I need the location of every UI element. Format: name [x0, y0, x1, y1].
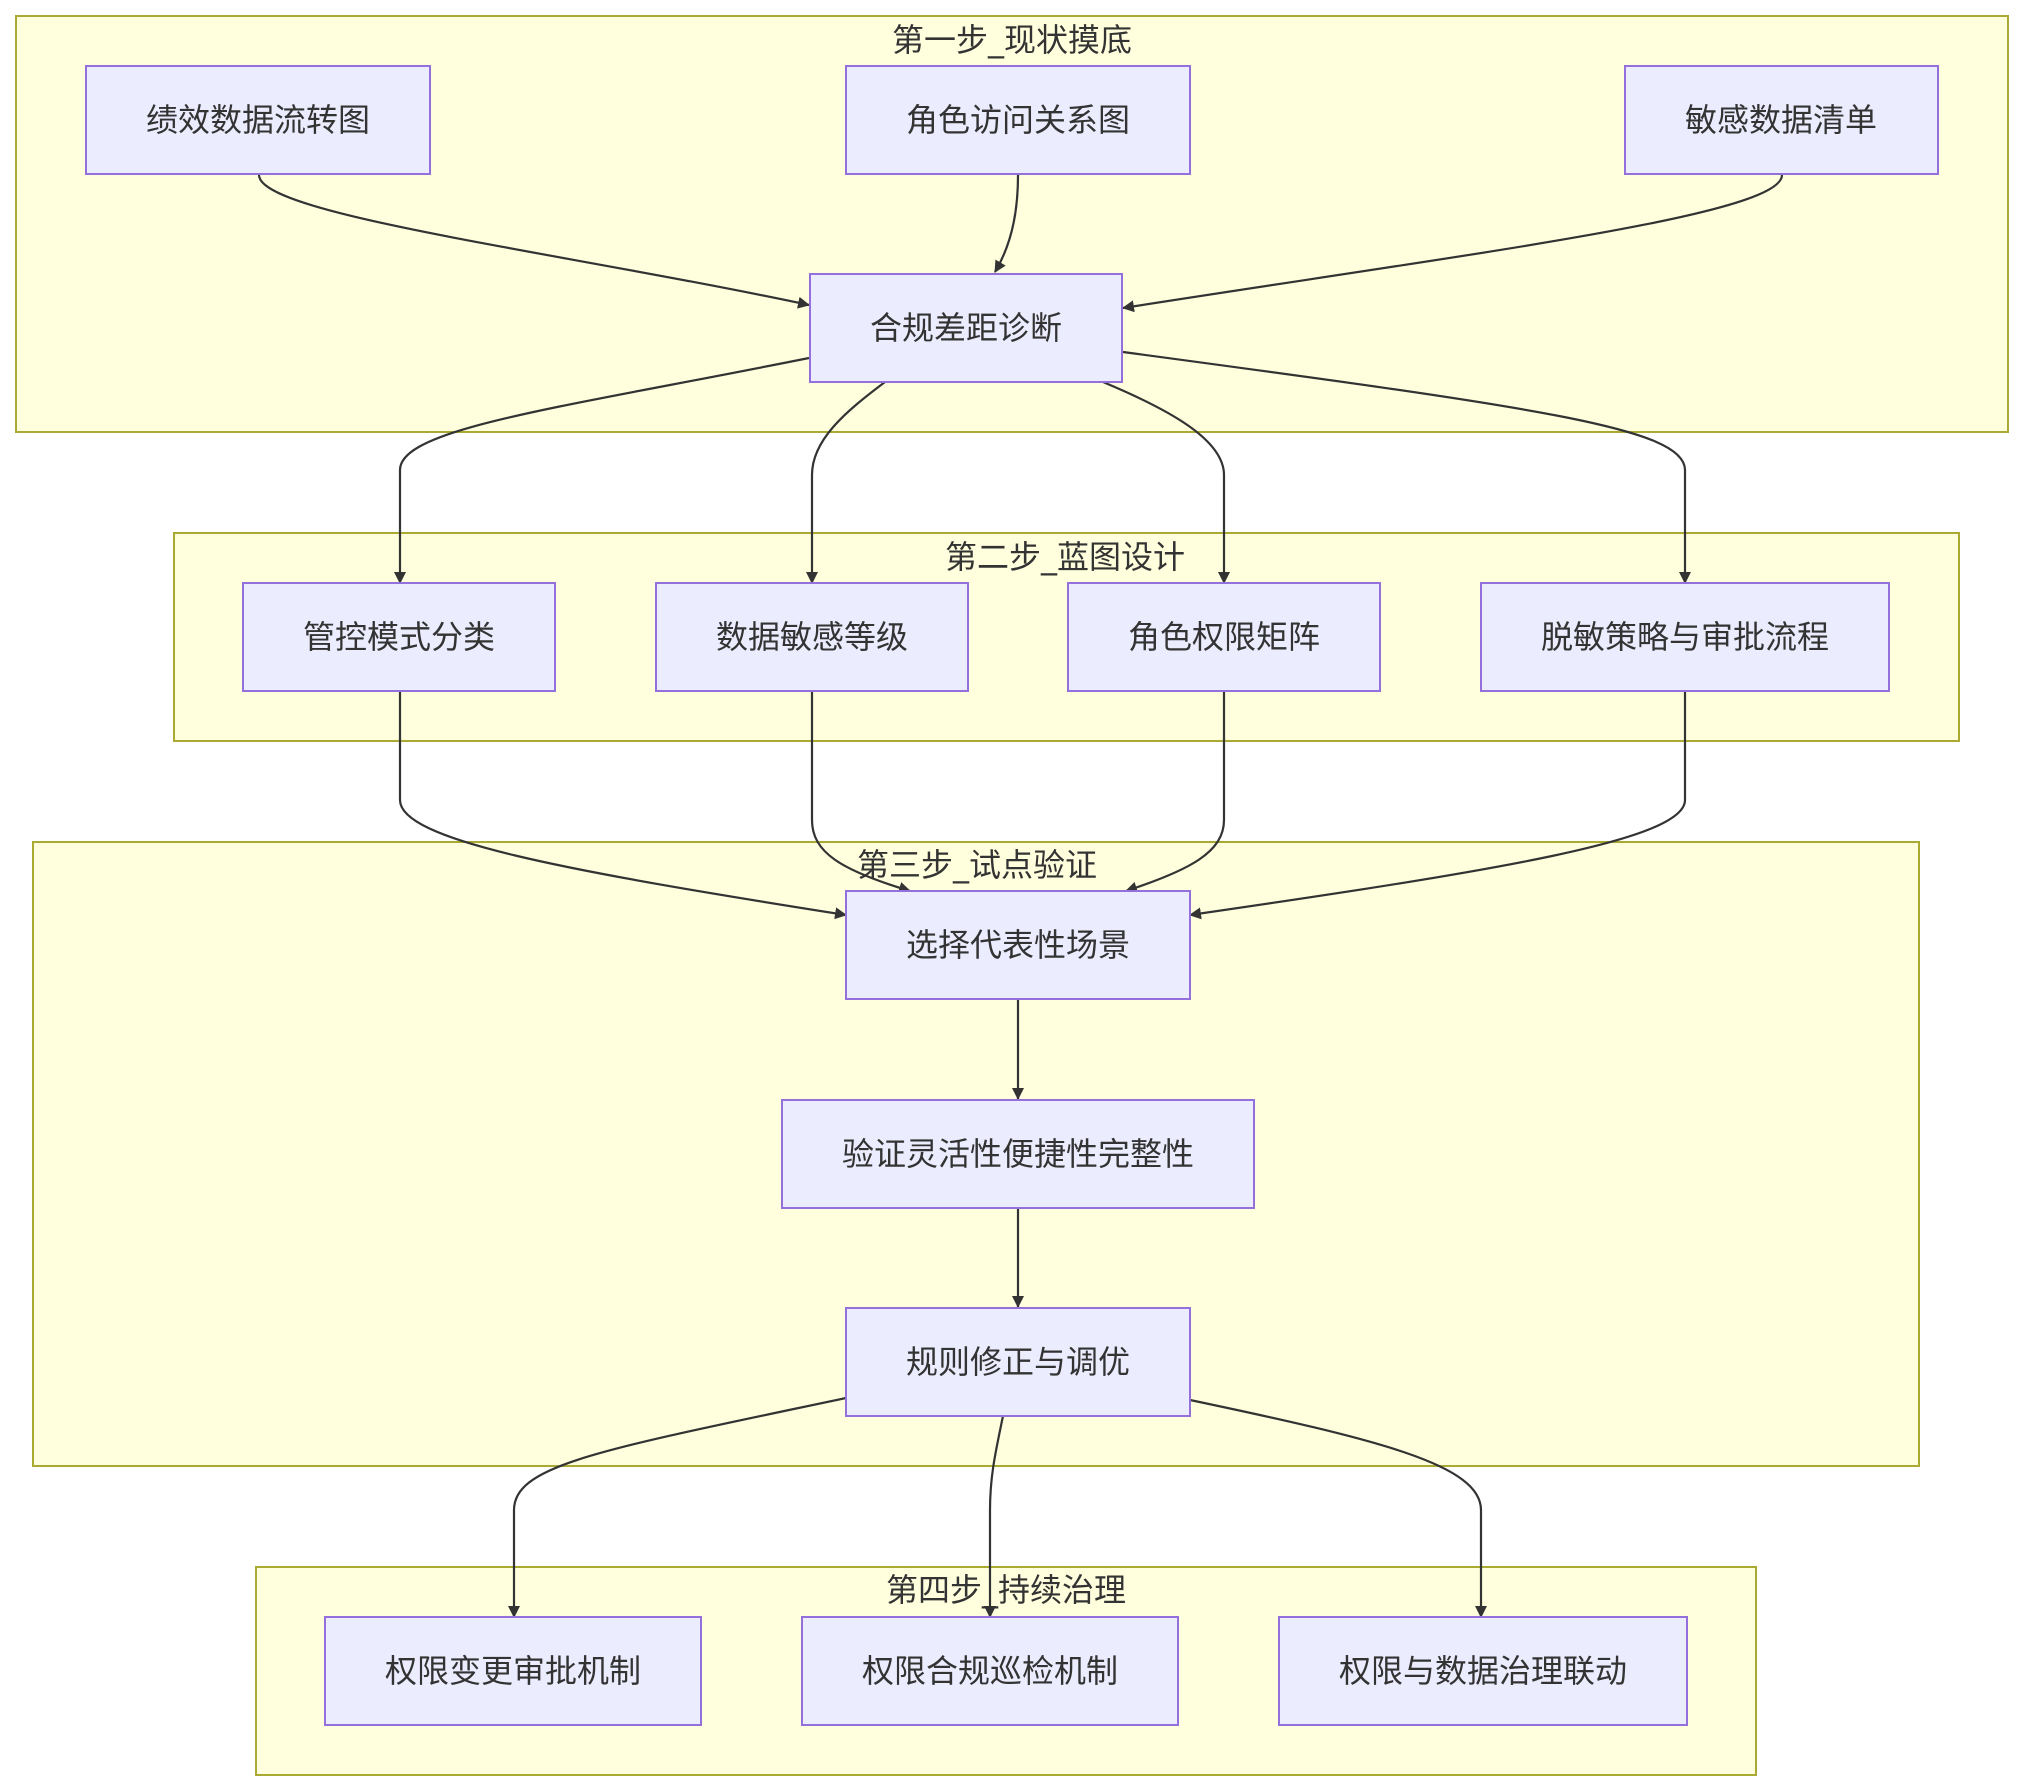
node-n5: 管控模式分类: [242, 582, 556, 692]
node-label: 权限合规巡检机制: [862, 1652, 1118, 1690]
node-label: 权限与数据治理联动: [1339, 1652, 1627, 1690]
edge-n11-n12: [508, 1396, 847, 1618]
node-label: 管控模式分类: [303, 618, 495, 656]
node-label: 绩效数据流转图: [146, 101, 370, 139]
node-n12: 权限变更审批机制: [324, 1616, 702, 1726]
edge-n3-n4: [1122, 174, 1784, 313]
cluster-title-step2: 第二步_蓝图设计: [945, 538, 1185, 576]
node-n11: 规则修正与调优: [845, 1307, 1191, 1417]
node-n9: 选择代表性场景: [845, 890, 1191, 1000]
node-label: 合规差距诊断: [870, 309, 1062, 347]
node-label: 角色访问关系图: [906, 101, 1130, 139]
edge-n5-n9: [398, 692, 847, 920]
node-label: 数据敏感等级: [716, 618, 908, 656]
node-label: 角色权限矩阵: [1128, 618, 1320, 656]
node-label: 验证灵活性便捷性完整性: [842, 1135, 1194, 1173]
cluster-title-step1: 第一步_现状摸底: [892, 21, 1132, 59]
node-label: 权限变更审批机制: [385, 1652, 641, 1690]
edge-n11-n13: [984, 1415, 1005, 1618]
cluster-title-step3: 第三步_试点验证: [857, 846, 1097, 884]
cluster-title-step4: 第四步_持续治理: [886, 1571, 1126, 1609]
edge-n4-n6: [806, 381, 886, 584]
node-n8: 脱敏策略与审批流程: [1480, 582, 1890, 692]
edge-n8-n9: [1189, 692, 1687, 920]
edge-n1-n4: [257, 174, 810, 309]
edge-n4-n5: [394, 356, 810, 584]
edge-n4-n7: [1102, 380, 1230, 584]
node-n4: 合规差距诊断: [809, 273, 1123, 383]
edge-n2-n4: [994, 174, 1020, 273]
node-n2: 角色访问关系图: [845, 65, 1191, 175]
node-n13: 权限合规巡检机制: [801, 1616, 1179, 1726]
edge-n6-n9: [810, 692, 911, 894]
node-label: 规则修正与调优: [906, 1343, 1130, 1381]
edges: [257, 174, 1784, 1618]
node-n6: 数据敏感等级: [655, 582, 969, 692]
node-n3: 敏感数据清单: [1624, 65, 1939, 175]
node-label: 敏感数据清单: [1685, 101, 1877, 139]
node-label: 选择代表性场景: [906, 926, 1130, 964]
node-n7: 角色权限矩阵: [1067, 582, 1381, 692]
node-n1: 绩效数据流转图: [85, 65, 431, 175]
edge-n4-n8: [1122, 350, 1691, 584]
node-label: 脱敏策略与审批流程: [1541, 618, 1829, 656]
node-n10: 验证灵活性便捷性完整性: [781, 1099, 1255, 1209]
edge-n7-n9: [1125, 692, 1226, 894]
edge-n11-n14: [1189, 1398, 1487, 1618]
node-n14: 权限与数据治理联动: [1278, 1616, 1688, 1726]
